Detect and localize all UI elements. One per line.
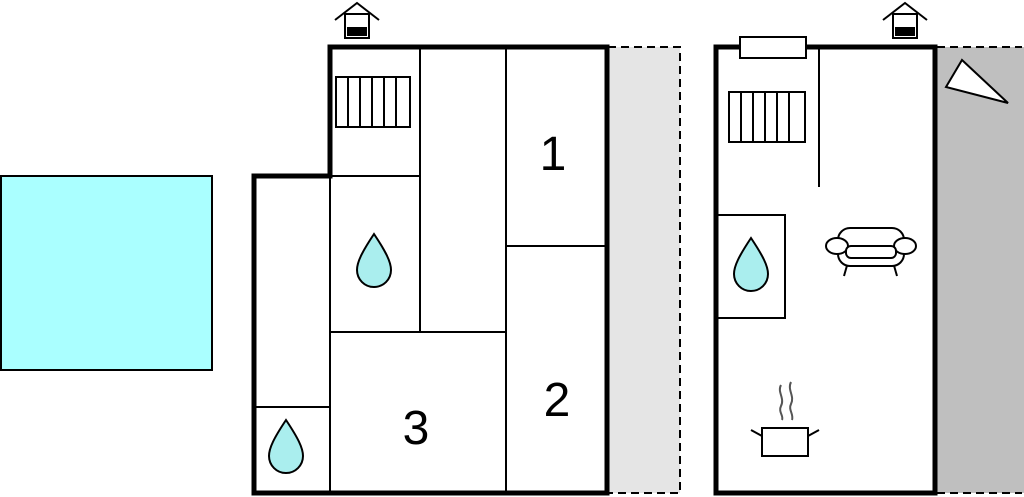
room-label-1: 1 — [540, 128, 567, 181]
terrace-left-border — [608, 46, 681, 494]
terrace-right — [937, 47, 1024, 493]
heater-icon — [728, 91, 806, 143]
water-drop-icon — [732, 236, 770, 292]
inner-walls-right — [716, 47, 820, 319]
corner-shape-icon — [944, 58, 1009, 104]
terrace-left — [608, 47, 680, 493]
room-label-3: 3 — [403, 402, 430, 455]
cooking-pot-icon — [750, 381, 820, 457]
entrance-icon — [882, 1, 928, 39]
heater-icon — [335, 76, 411, 128]
inner-walls-left — [254, 47, 607, 493]
water-drop-icon — [355, 232, 393, 288]
pool — [0, 175, 213, 371]
window-icon — [739, 36, 807, 59]
room-label-2: 2 — [544, 374, 571, 427]
floor-plan-right — [713, 1, 1024, 496]
sofa-icon — [825, 227, 917, 277]
water-drop-icon — [267, 418, 305, 474]
floor-plan-left: 1 2 3 — [251, 1, 681, 496]
entrance-icon — [334, 1, 380, 39]
